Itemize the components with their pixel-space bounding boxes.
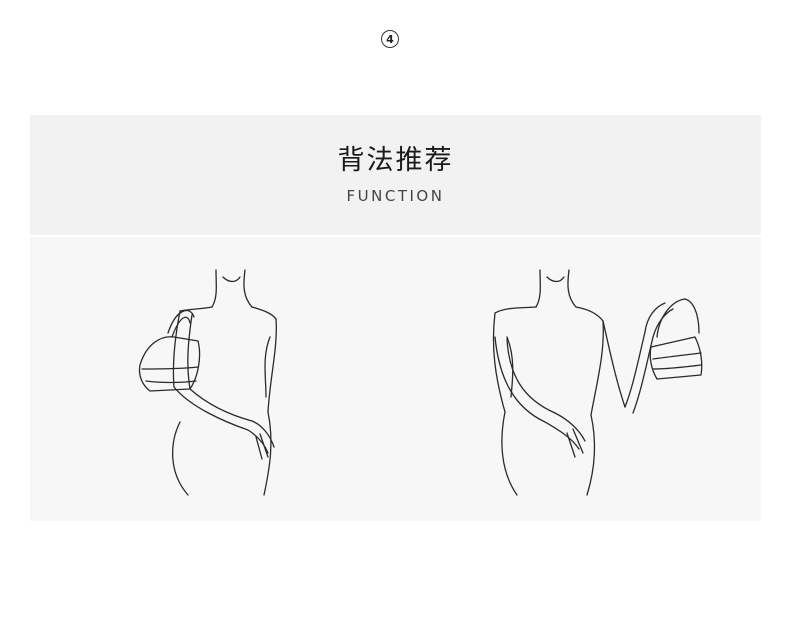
- section-title: 背法推荐: [337, 145, 454, 176]
- hand-carry-illustration: [395, 237, 760, 521]
- section-subtitle: FUNCTION: [346, 187, 445, 205]
- shoulder-carry-illustration: [30, 237, 395, 521]
- hand-carry-figure-icon: [492, 269, 703, 496]
- step-number: 4: [386, 32, 394, 46]
- carry-style-illustrations: [30, 237, 761, 521]
- step-number-badge: 4: [381, 30, 399, 48]
- shoulder-carry-figure-icon: [138, 269, 277, 496]
- section-header: 背法推荐 FUNCTION: [30, 115, 761, 235]
